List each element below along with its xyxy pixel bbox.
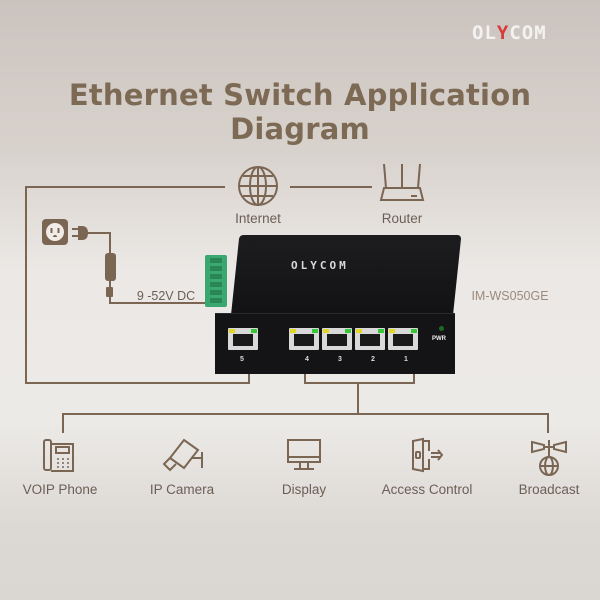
port-number: 1 xyxy=(404,356,408,363)
wire-dc xyxy=(109,302,209,304)
power-adapter xyxy=(105,253,116,281)
camera-icon xyxy=(160,436,206,481)
wire-left-vertical xyxy=(25,186,27,383)
plug-icon xyxy=(72,224,94,247)
wire-drop-voip xyxy=(62,413,64,433)
port-number: 4 xyxy=(305,356,309,363)
door-icon xyxy=(409,437,445,478)
brand-logo: OLYCOM xyxy=(472,22,547,44)
voltage-label: 9 -52V DC xyxy=(136,289,196,303)
wire-left-bottom xyxy=(25,382,250,384)
power-led xyxy=(439,326,444,331)
switch-top-panel xyxy=(231,235,462,315)
wire-port5-drop xyxy=(248,366,250,384)
port-number: 5 xyxy=(240,356,244,363)
port-5 xyxy=(228,328,258,350)
model-label: IM-WS050GE xyxy=(471,289,549,303)
speaker-icon xyxy=(530,436,568,481)
dc-plug xyxy=(106,287,113,297)
wire-ports-right xyxy=(413,366,415,384)
device-label-display: Display xyxy=(281,482,327,497)
monitor-icon xyxy=(286,438,322,477)
device-label-access: Access Control xyxy=(381,482,473,497)
ethernet-switch: OLYCOM 5 4 3 2 1 PWR xyxy=(215,235,462,374)
port-3 xyxy=(322,328,352,350)
internet-label: Internet xyxy=(235,211,281,226)
switch-front-panel: 5 4 3 2 1 PWR xyxy=(215,313,455,374)
port-number: 3 xyxy=(338,356,342,363)
port-number: 2 xyxy=(371,356,375,363)
wire-device-bus xyxy=(62,413,549,415)
port-2 xyxy=(355,328,385,350)
phone-icon xyxy=(42,438,76,479)
router-label: Router xyxy=(381,211,423,226)
router-icon xyxy=(378,160,426,211)
pwr-label: PWR xyxy=(432,336,446,342)
globe-icon xyxy=(236,164,280,213)
terminal-block xyxy=(205,255,227,307)
outlet-icon xyxy=(42,219,68,245)
wire-ports-left xyxy=(304,366,306,384)
wire-plug xyxy=(90,232,110,234)
device-label-voip: VOIP Phone xyxy=(22,482,98,497)
wire-internet-left-top xyxy=(25,186,225,188)
port-1 xyxy=(388,328,418,350)
wire-drop-broadcast xyxy=(547,413,549,433)
wire-adapter-top xyxy=(109,232,111,254)
device-label-broadcast: Broadcast xyxy=(518,482,580,497)
wire-ports-bottom xyxy=(304,382,415,384)
port-4 xyxy=(289,328,319,350)
switch-logo: OLYCOM xyxy=(291,259,349,272)
page-title: Ethernet Switch Application Diagram xyxy=(68,78,532,146)
device-label-camera: IP Camera xyxy=(149,482,215,497)
wire-ports-trunk xyxy=(357,382,359,414)
wire-internet-router xyxy=(290,186,372,188)
